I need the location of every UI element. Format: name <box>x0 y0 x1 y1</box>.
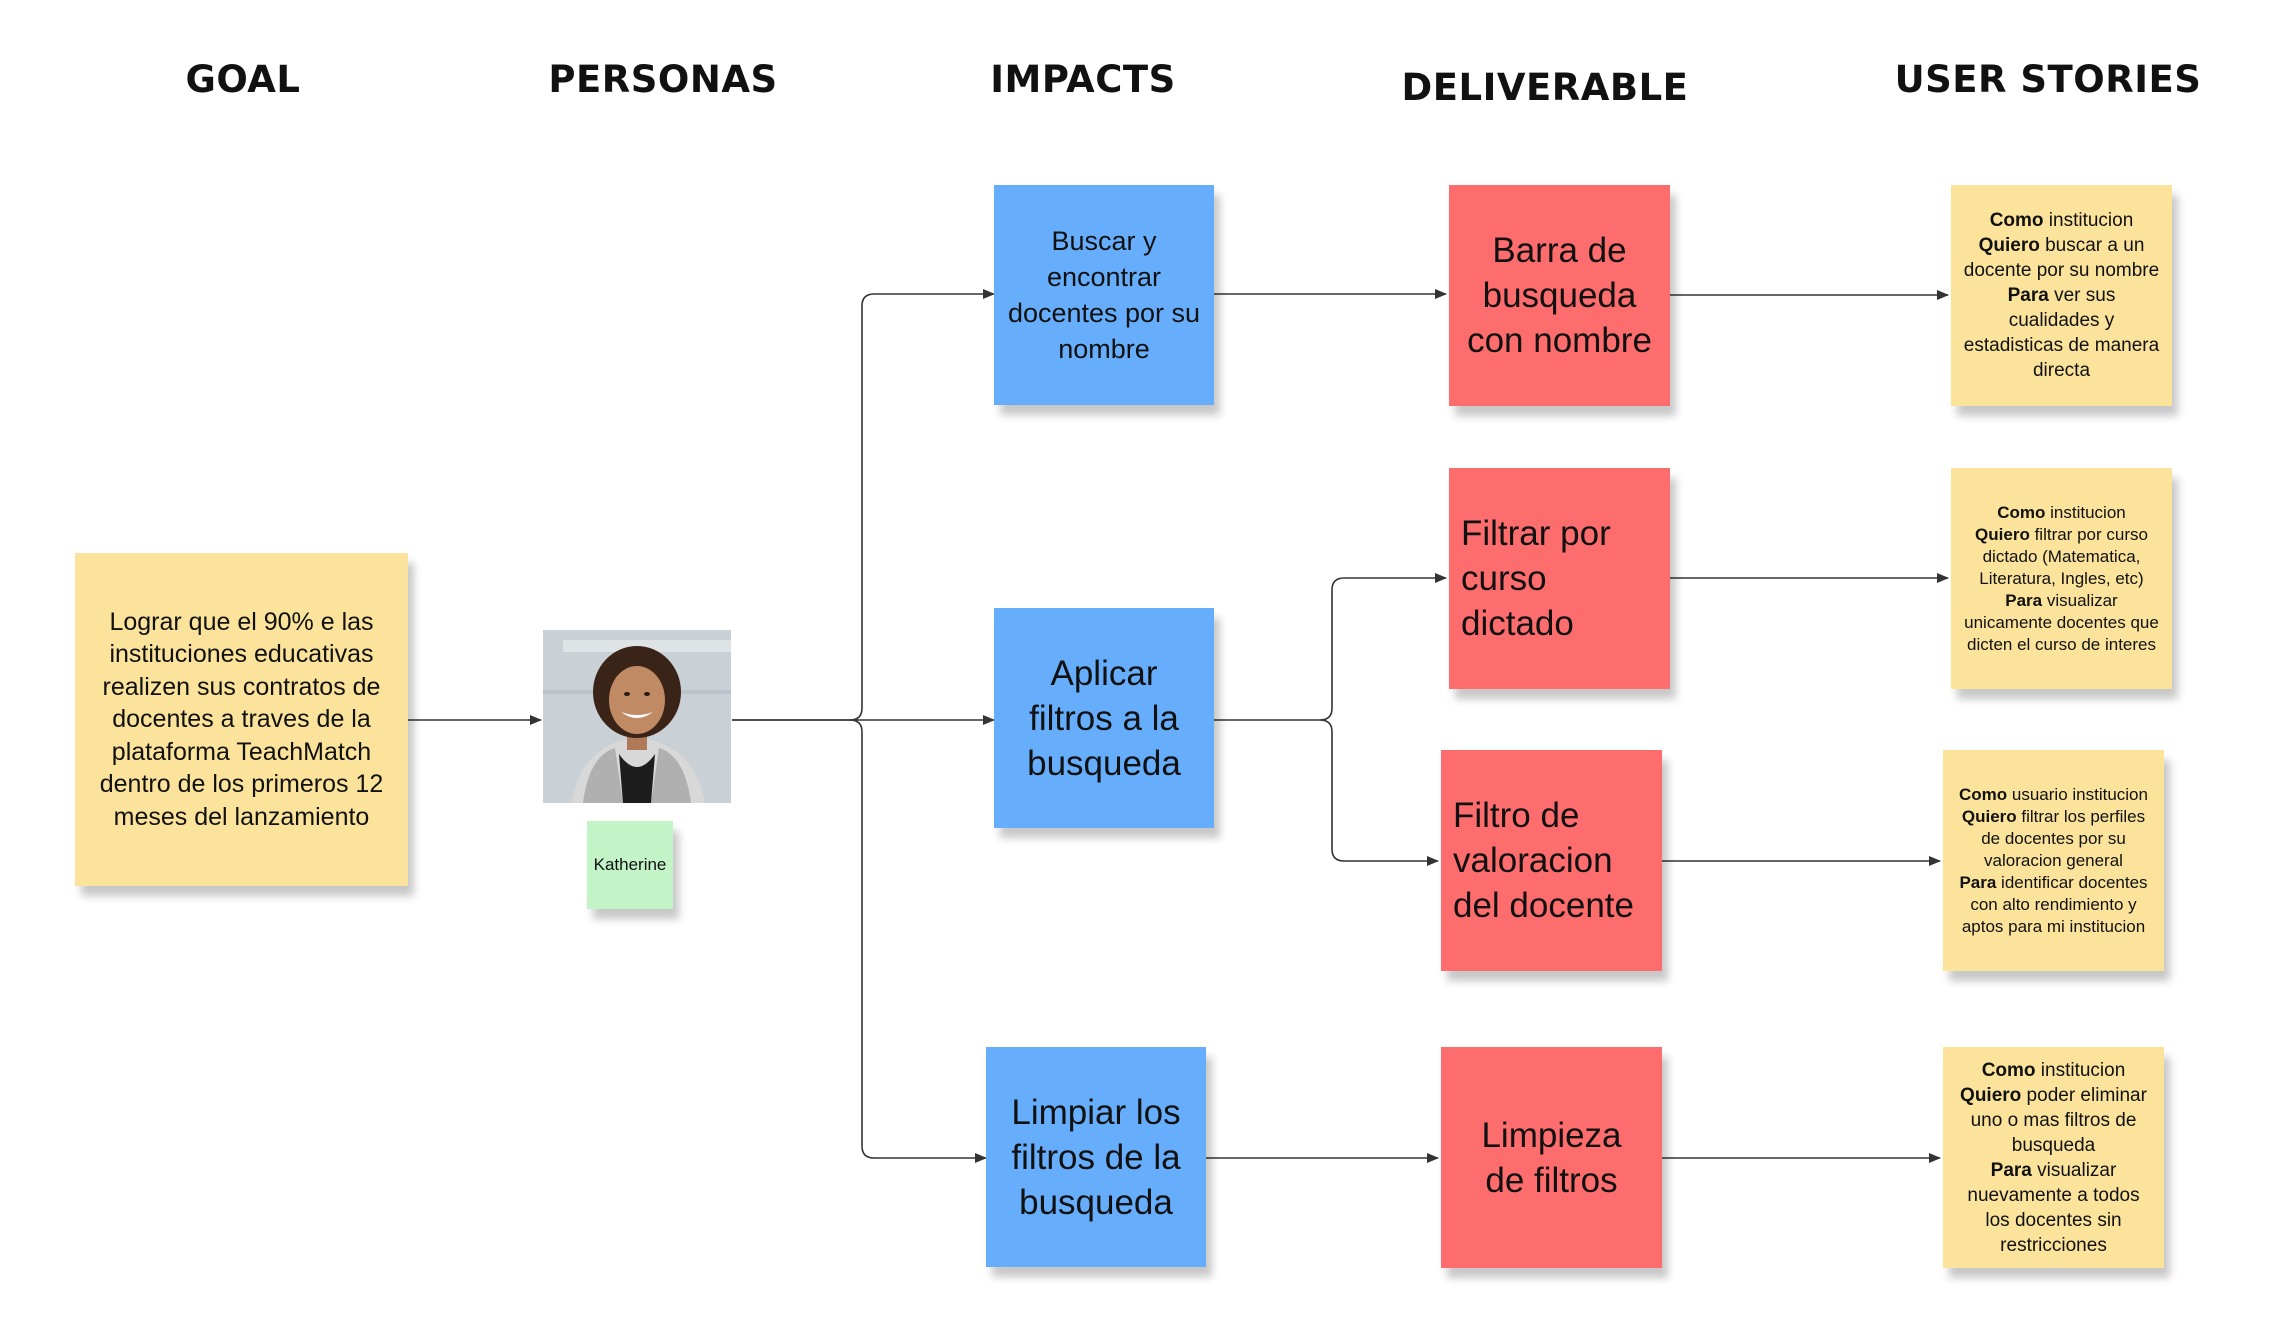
story-1-quiero: buscar a un docente por su nombre <box>1963 235 2160 281</box>
header-goal: GOAL <box>185 58 301 101</box>
story-3-quiero: filtrar los perfiles de docentes por su … <box>1981 806 2146 870</box>
story-3-para-label: Para <box>1959 872 1997 892</box>
header-impacts: IMPACTS <box>990 58 1176 101</box>
story-4-quiero-label: Quiero <box>1960 1084 2022 1106</box>
impact-note-3: Limpiar los filtros de la busqueda <box>986 1047 1206 1267</box>
connector-persona-impact-1 <box>732 289 995 721</box>
header-user-stories: USER STORIES <box>1894 58 2202 101</box>
story-2-quiero-label: Quiero <box>1975 524 2030 544</box>
deliverable-text-3: Filtro de valoracion del docente <box>1453 796 1634 925</box>
persona-photo <box>543 630 731 803</box>
story-4-como-label: Como <box>1981 1059 2036 1081</box>
persona-note: Katherine <box>587 821 673 909</box>
impact-note-2: Aplicar filtros a la busqueda <box>994 608 1214 828</box>
story-1-quiero-label: Quiero <box>1978 235 2040 256</box>
deliverable-note-1: Barra de busqueda con nombre <box>1449 185 1670 406</box>
user-story-note-3: Como usuario institucion Quiero filtrar … <box>1943 750 2164 971</box>
story-2-para-label: Para <box>2005 590 2043 610</box>
story-2-para: visualizar unicamente docentes que dicte… <box>1964 590 2159 654</box>
story-1-como-label: Como <box>1989 210 2044 231</box>
story-3-quiero-label: Quiero <box>1961 806 2017 826</box>
deliverable-text-4: Limpieza de filtros <box>1481 1115 1622 1200</box>
story-2-quiero: filtrar por curso dictado (Matematica, L… <box>1979 524 2148 588</box>
persona-name: Katherine <box>593 855 667 874</box>
deliverable-text-1: Barra de busqueda con nombre <box>1467 231 1652 360</box>
story-2-como-label: Como <box>1997 502 2046 522</box>
header-personas: PERSONAS <box>548 58 778 101</box>
impact-note-1: Buscar y encontrar docentes por su nombr… <box>994 185 1214 405</box>
story-4-quiero: poder eliminar uno o mas filtros de busq… <box>1970 1084 2147 1156</box>
user-story-text-1: Como institucion Quiero buscar a un doce… <box>1963 208 2160 383</box>
deliverable-note-4: Limpieza de filtros <box>1441 1047 1662 1268</box>
story-4-como: institucion <box>2035 1059 2126 1081</box>
story-3-como-label: Como <box>1959 784 2008 804</box>
goal-note: Lograr que el 90% e las instituciones ed… <box>75 553 408 886</box>
connector-impact2-deliverable3 <box>1319 719 1439 866</box>
story-3-como: usuario institucion <box>2007 784 2148 804</box>
story-1-para: ver sus cualidades y estadisticas de man… <box>1963 285 2160 381</box>
user-story-note-2: Como institucion Quiero filtrar por curs… <box>1951 468 2172 689</box>
deliverable-note-2: Filtrar por curso dictado <box>1449 468 1670 689</box>
impact-text-2: Aplicar filtros a la busqueda <box>1027 653 1181 783</box>
persona-photo-image <box>543 630 731 803</box>
impact-text-1: Buscar y encontrar docentes por su nombr… <box>1007 226 1201 364</box>
connector-persona-impact-3 <box>849 719 987 1163</box>
story-2-como: institucion <box>2045 502 2126 522</box>
story-4-para-label: Para <box>1990 1159 2032 1181</box>
deliverable-text-2: Filtrar por curso dictado <box>1461 514 1611 643</box>
user-story-text-4: Como institucion Quiero poder eliminar u… <box>1955 1058 2152 1258</box>
user-story-note-4: Como institucion Quiero poder eliminar u… <box>1943 1047 2164 1268</box>
user-story-text-3: Como usuario institucion Quiero filtrar … <box>1955 784 2152 938</box>
user-story-text-2: Como institucion Quiero filtrar por curs… <box>1963 502 2160 656</box>
header-deliverable: DELIVERABLE <box>1401 66 1689 109</box>
user-story-note-1: Como institucion Quiero buscar a un doce… <box>1951 185 2172 406</box>
goal-text: Lograr que el 90% e las instituciones ed… <box>99 607 384 831</box>
connector-impact2-deliverable2 <box>1214 573 1447 721</box>
impact-text-3: Limpiar los filtros de la busqueda <box>1011 1092 1181 1222</box>
deliverable-note-3: Filtro de valoracion del docente <box>1441 750 1662 971</box>
story-3-para: identificar docentes con alto rendimient… <box>1961 872 2148 936</box>
story-1-para-label: Para <box>2007 285 2049 306</box>
story-1-como: institucion <box>2043 210 2134 231</box>
story-4-para: visualizar nuevamente a todos los docent… <box>1967 1159 2140 1256</box>
